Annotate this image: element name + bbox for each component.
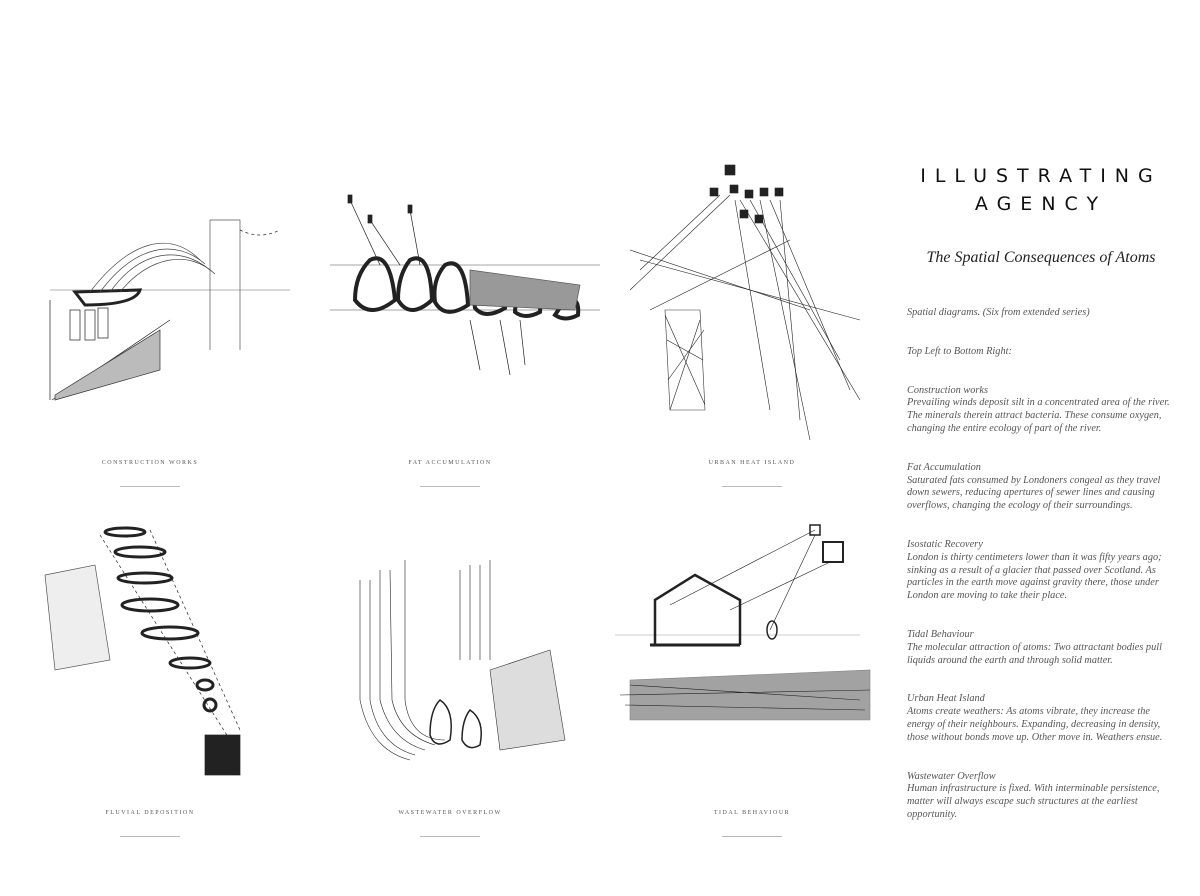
entry-body: Atoms create weathers: As atoms vibrate,…: [907, 706, 1163, 743]
entry-heading: Fat Accumulation: [907, 461, 981, 473]
entry-body: The molecular attraction of atoms: Two a…: [907, 641, 1162, 666]
entry-heading: Tidal Behaviour: [907, 628, 974, 640]
board-subtitle: The Spatial Consequences of Atoms: [926, 249, 1156, 266]
diagram-caption: TIDAL BEHAVIOUR: [713, 810, 791, 816]
diagram-wastewater-overflow: [350, 540, 590, 790]
diagram-subcaption-line: [30, 822, 270, 837]
diagram-construction-works: [40, 200, 300, 450]
diagram-caption: FAT ACCUMULATION: [408, 460, 492, 466]
diagram-fluvial-deposition: [40, 520, 300, 790]
diagram-subcaption-line: [330, 472, 570, 487]
entry-heading: Wastewater Overflow: [907, 770, 996, 782]
entry-body: Prevailing winds deposit silt in a conce…: [907, 397, 1170, 434]
entry-body: Human infrastructure is fixed. With inte…: [907, 783, 1160, 820]
entry-heading: Urban Heat Island: [907, 693, 985, 705]
diagram-subcaption-line: [30, 472, 270, 487]
entry-body: London is thirty centimeters lower than …: [907, 551, 1162, 602]
diagram-fat-accumulation: [320, 190, 610, 390]
title-line-2: AGENCY: [974, 193, 1108, 215]
diagram-caption: FLUVIAL DEPOSITION: [105, 810, 195, 816]
diagram-subcaption-line: [632, 472, 872, 487]
diagram-tidal-behaviour: [610, 520, 880, 780]
entry-body: Saturated fats consumed by Londoners con…: [907, 474, 1161, 512]
intro-text: Spatial diagrams. (Six from extended ser…: [907, 307, 1090, 318]
diagram-caption: CONSTRUCTION WORKS: [101, 460, 199, 466]
board-title: ILLUSTRATING AGENCY: [910, 162, 1172, 218]
entry-heading: Isostatic Recovery: [907, 538, 983, 550]
order-text: Top Left to Bottom Right:: [907, 345, 1012, 357]
diagram-subcaption-line: [632, 822, 872, 837]
diagram-subcaption-line: [330, 822, 570, 837]
description-text: Spatial diagrams. (Six from extended ser…: [907, 307, 1177, 848]
title-line-1: ILLUSTRATING: [920, 165, 1162, 187]
entry-heading: Construction works: [907, 384, 988, 396]
diagram-caption: URBAN HEAT ISLAND: [708, 460, 796, 466]
diagram-caption: WASTEWATER OVERFLOW: [398, 810, 502, 816]
diagram-urban-heat-island: [610, 160, 870, 450]
